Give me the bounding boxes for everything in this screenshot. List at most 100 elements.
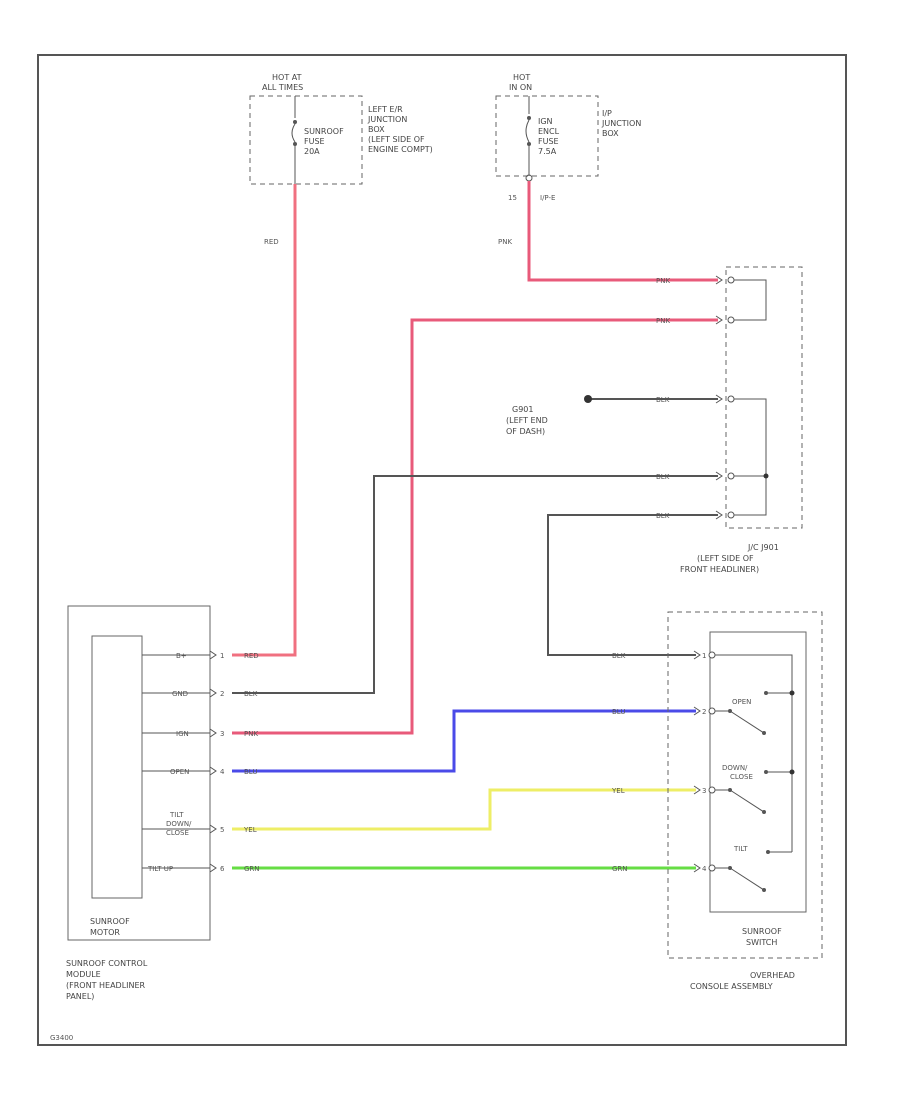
wire-blk-label-3: BLK: [244, 690, 258, 698]
wire-grn-label-2: GRN: [244, 865, 260, 873]
jc-label-2: (LEFT SIDE OF: [697, 554, 754, 563]
fuse-left-loc-1: LEFT E/R: [368, 105, 403, 114]
fuse-right-name-2: ENCL: [538, 127, 560, 136]
motor-box: [91, 635, 143, 899]
wire-blk-label-2: BLK: [656, 473, 670, 481]
module-pin-name-gnd: GND: [172, 690, 188, 698]
module-pin-name-ign: IGN: [176, 730, 189, 738]
jc-label-3: FRONT HEADLINER): [680, 565, 759, 574]
fuse-right-loc-1: I/P: [602, 109, 612, 118]
wire-pnk-label-1: PNK: [498, 238, 512, 246]
module-label-3: (FRONT HEADLINER: [66, 981, 146, 990]
switch-contact-tilt-label: TILT: [733, 845, 748, 853]
module-pin-name-tilt-up: TILT UP: [147, 865, 173, 873]
jc-label-1: J/C J901: [747, 543, 779, 552]
fuse-right-box: [495, 95, 599, 177]
fuse-right-name-3: FUSE: [538, 137, 559, 146]
motor-label-2: MOTOR: [90, 928, 120, 937]
fuse-left-name-1: SUNROOF: [304, 127, 344, 136]
jc-bridge-pnk: [734, 279, 767, 321]
wire-pnk-top: [527, 181, 718, 282]
fuse-left-header-2: ALL TIMES: [262, 83, 303, 92]
module-label-4: PANEL): [66, 992, 94, 1001]
jc-splice: [763, 473, 769, 479]
wire-blk-label-1: BLK: [656, 396, 670, 404]
jc-bridge-blk: [734, 398, 767, 516]
ground-label-1: G901: [512, 405, 533, 414]
module-connector-pins: 1 2 3 4 5 6: [209, 650, 225, 873]
wire-blk-label-5: BLK: [612, 652, 626, 660]
fuse-right-name-1: IGN: [538, 117, 553, 126]
wire-pnk-label-3: PNK: [656, 317, 670, 325]
wire-blu-label-2: BLU: [244, 768, 257, 776]
switch-label-2: SWITCH: [746, 938, 777, 947]
fuse-right-header-1: HOT: [513, 73, 530, 82]
fuse-left-box: [249, 95, 363, 185]
module-pin-num-1: 1: [220, 652, 224, 660]
module-pin-name-open: OPEN: [170, 768, 189, 776]
console-box: [667, 611, 823, 959]
console-label-1: OVERHEAD: [750, 971, 795, 980]
fuse-right-pin-right: I/P-E: [540, 194, 555, 202]
jc-box: [725, 266, 803, 529]
fuse-right-rating: 7.5A: [538, 147, 557, 156]
fuse-left-name-2: FUSE: [304, 137, 325, 146]
wire-red-label-2: RED: [244, 652, 259, 660]
switch-label-1: SUNROOF: [742, 927, 782, 936]
wire-pnk-label-2: PNK: [656, 277, 670, 285]
ground-label-3: OF DASH): [506, 427, 545, 436]
sunroof-control-module: B+ GND IGN OPEN TILT DOWN/ CLOSE TILT UP…: [66, 605, 225, 1001]
wire-blu: [232, 709, 696, 773]
switch-common-bus: [715, 654, 793, 852]
switch-pin-4: 4: [702, 865, 707, 873]
wire-red-label-1: RED: [264, 238, 279, 246]
module-label-2: MODULE: [66, 970, 101, 979]
fuse-symbol: [291, 123, 296, 143]
ground-g901: G901 (LEFT END OF DASH): [506, 395, 592, 436]
module-pin-num-5: 5: [220, 826, 224, 834]
wire-yel-label-2: YEL: [243, 826, 257, 834]
ground-icon: [584, 395, 592, 403]
fuse-right-loc-3: BOX: [602, 129, 619, 138]
module-label-1: SUNROOF CONTROL: [66, 959, 148, 968]
wire-red: [232, 184, 297, 657]
wire-blk-gnd: [232, 475, 718, 694]
switch-contact-open-label: OPEN: [732, 698, 751, 706]
switch-pin-1: 1: [702, 652, 706, 660]
fuse-left-loc-2: JUNCTION: [367, 115, 407, 124]
module-outer-box: [67, 605, 211, 941]
fuse-right-pin-left: 15: [508, 194, 517, 202]
fuse-left-loc-3: BOX: [368, 125, 385, 134]
ground-label-2: (LEFT END: [506, 416, 548, 425]
fuse-right-header-2: IN ON: [509, 83, 532, 92]
wire-yel-label-1: YEL: [611, 787, 625, 795]
wire-pnk-label-4: PNK: [244, 730, 258, 738]
fuse-left-loc-4: (LEFT SIDE OF: [368, 135, 425, 144]
motor-label-1: SUNROOF: [90, 917, 130, 926]
fuse-box-left: HOT AT ALL TIMES SUNROOF FUSE 20A LEFT E…: [249, 73, 433, 185]
wire-blk-switch: [547, 514, 718, 656]
fuse-left-header-1: HOT AT: [272, 73, 302, 82]
fuse-box-right: HOT IN ON IGN ENCL FUSE 7.5A I/P JUNCTIO…: [495, 73, 641, 202]
wire-blu-label-1: BLU: [612, 708, 625, 716]
wire-blk-label-4: BLK: [656, 512, 670, 520]
module-pin-num-6: 6: [220, 865, 225, 873]
switch-pin-2: 2: [702, 708, 706, 716]
jc-connector: J/C J901 (LEFT SIDE OF FRONT HEADLINER): [680, 266, 803, 574]
switch-pin-3: 3: [702, 787, 706, 795]
fuse-symbol-right: [525, 119, 530, 143]
fuse-left-rating: 20A: [304, 147, 320, 156]
module-pin-num-3: 3: [220, 730, 224, 738]
overhead-console-assembly: 1 2 3 4 OPEN DOWN/ CLOSE: [667, 611, 823, 991]
fuse-left-loc-5: ENGINE COMPT): [368, 145, 433, 154]
module-pin-num-4: 4: [220, 768, 225, 776]
console-label-2: CONSOLE ASSEMBLY: [690, 982, 773, 991]
switch-contact-tilt: [729, 867, 765, 891]
diagram-code: G3400: [50, 1034, 73, 1042]
switch-contact-open: [729, 710, 765, 734]
wire-grn-label-1: GRN: [612, 865, 628, 873]
fuse-right-loc-2: JUNCTION: [601, 119, 641, 128]
switch-box: [709, 631, 807, 913]
switch-contact-down-label: DOWN/ CLOSE: [722, 764, 753, 781]
